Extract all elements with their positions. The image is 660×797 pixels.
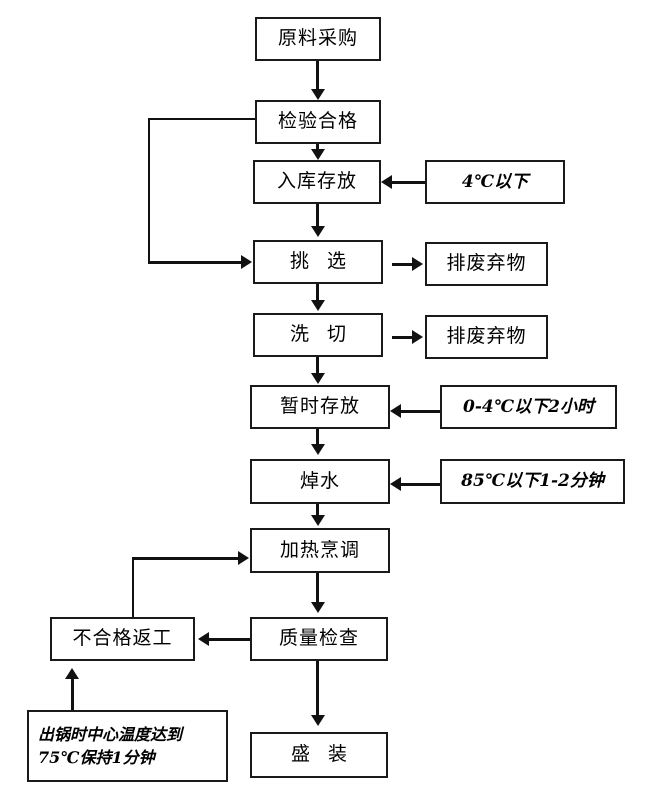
- arrowhead-right: [412, 330, 423, 344]
- edge-inspection-bypass-horizontal-top: [148, 118, 256, 120]
- edge-rework-loop-horizontal: [132, 557, 240, 560]
- node-blanching[interactable]: 焯水: [250, 459, 390, 504]
- node-label: 盛 装: [290, 743, 354, 766]
- node-label: 检验合格: [277, 110, 358, 133]
- edge-note-blanching-to-blanching: [401, 483, 441, 486]
- arrowhead-down: [311, 373, 325, 384]
- arrowhead-down: [311, 602, 325, 613]
- arrowhead-right: [241, 255, 252, 269]
- edge-note-storage-temp-to-storage: [392, 181, 425, 184]
- arrowhead-left: [381, 175, 392, 189]
- edge-note-core-temp-to-rework: [71, 678, 74, 712]
- edge-inspection-bypass-horizontal-bottom: [148, 261, 243, 264]
- node-plating[interactable]: 盛 装: [250, 732, 388, 778]
- edge-wash-cut-to-temp-storage: [316, 357, 319, 375]
- arrowhead-left: [390, 404, 401, 418]
- arrowhead-down: [311, 89, 325, 100]
- node-label: 暂时存放: [279, 395, 360, 418]
- note-core-temperature[interactable]: 出锅时中心温度达到 75℃保持1分钟: [27, 710, 228, 782]
- node-inspection[interactable]: 检验合格: [255, 100, 381, 144]
- node-wash-cut[interactable]: 洗 切: [253, 313, 383, 357]
- edge-sorting-to-waste: [392, 263, 414, 266]
- edge-blanching-to-cooking: [316, 504, 319, 517]
- arrowhead-down: [311, 226, 325, 237]
- note-label: 85℃以下1-2分钟: [461, 471, 604, 492]
- note-label-line-2: 75℃保持1分钟: [38, 748, 155, 767]
- node-label: 加热烹调: [279, 538, 360, 561]
- node-raw-purchase[interactable]: 原料采购: [255, 17, 381, 61]
- edge-storage-to-sorting: [316, 204, 319, 228]
- arrowhead-down: [311, 715, 325, 726]
- node-storage[interactable]: 入库存放: [253, 160, 381, 204]
- arrowhead-up: [65, 668, 79, 679]
- note-label: 0-4℃以下2小时: [463, 396, 594, 417]
- arrowhead-down: [311, 515, 325, 526]
- arrowhead-left: [390, 477, 401, 491]
- edge-quality-check-to-rework: [209, 638, 251, 641]
- edge-cooking-to-quality-check: [316, 573, 319, 604]
- node-label: 入库存放: [276, 170, 357, 193]
- arrowhead-down: [311, 444, 325, 455]
- edge-quality-check-to-plating: [316, 661, 319, 717]
- node-label: 洗 切: [289, 323, 353, 346]
- node-label: 不合格返工: [72, 627, 173, 650]
- node-label: 质量检查: [278, 627, 359, 650]
- arrowhead-left: [198, 632, 209, 646]
- node-cooking[interactable]: 加热烹调: [250, 528, 390, 573]
- note-blanching-condition[interactable]: 85℃以下1-2分钟: [440, 459, 625, 504]
- edge-sorting-to-wash-cut: [316, 284, 319, 302]
- edge-raw-purchase-to-inspection: [316, 61, 319, 91]
- node-rework[interactable]: 不合格返工: [50, 617, 195, 661]
- edge-inspection-bypass-vertical: [148, 118, 150, 262]
- edge-temp-storage-to-blanching: [316, 429, 319, 446]
- node-quality-check[interactable]: 质量检查: [250, 617, 388, 661]
- node-label: 排废弃物: [446, 325, 527, 348]
- node-label: 排废弃物: [446, 252, 527, 275]
- edge-note-temp-storage-to-temp-storage: [401, 410, 441, 413]
- node-label: 挑 选: [289, 250, 353, 273]
- arrowhead-down: [311, 300, 325, 311]
- node-temp-storage[interactable]: 暂时存放: [250, 385, 390, 429]
- arrowhead-right: [412, 257, 423, 271]
- note-label: 4℃以下: [461, 171, 529, 192]
- arrowhead-down: [311, 149, 325, 160]
- arrowhead-right: [238, 551, 249, 565]
- edge-rework-loop-vertical: [132, 557, 134, 618]
- node-sorting[interactable]: 挑 选: [253, 240, 383, 284]
- node-waste-2[interactable]: 排废弃物: [425, 315, 548, 359]
- note-storage-temperature[interactable]: 4℃以下: [425, 160, 565, 204]
- edge-wash-cut-to-waste: [392, 336, 414, 339]
- edge-inspection-to-storage: [316, 144, 319, 151]
- note-label-line-1: 出锅时中心温度达到: [38, 724, 183, 744]
- node-label: 原料采购: [277, 27, 358, 50]
- note-temp-storage-condition[interactable]: 0-4℃以下2小时: [440, 385, 617, 429]
- node-label: 焯水: [299, 469, 340, 492]
- node-waste-1[interactable]: 排废弃物: [425, 242, 548, 286]
